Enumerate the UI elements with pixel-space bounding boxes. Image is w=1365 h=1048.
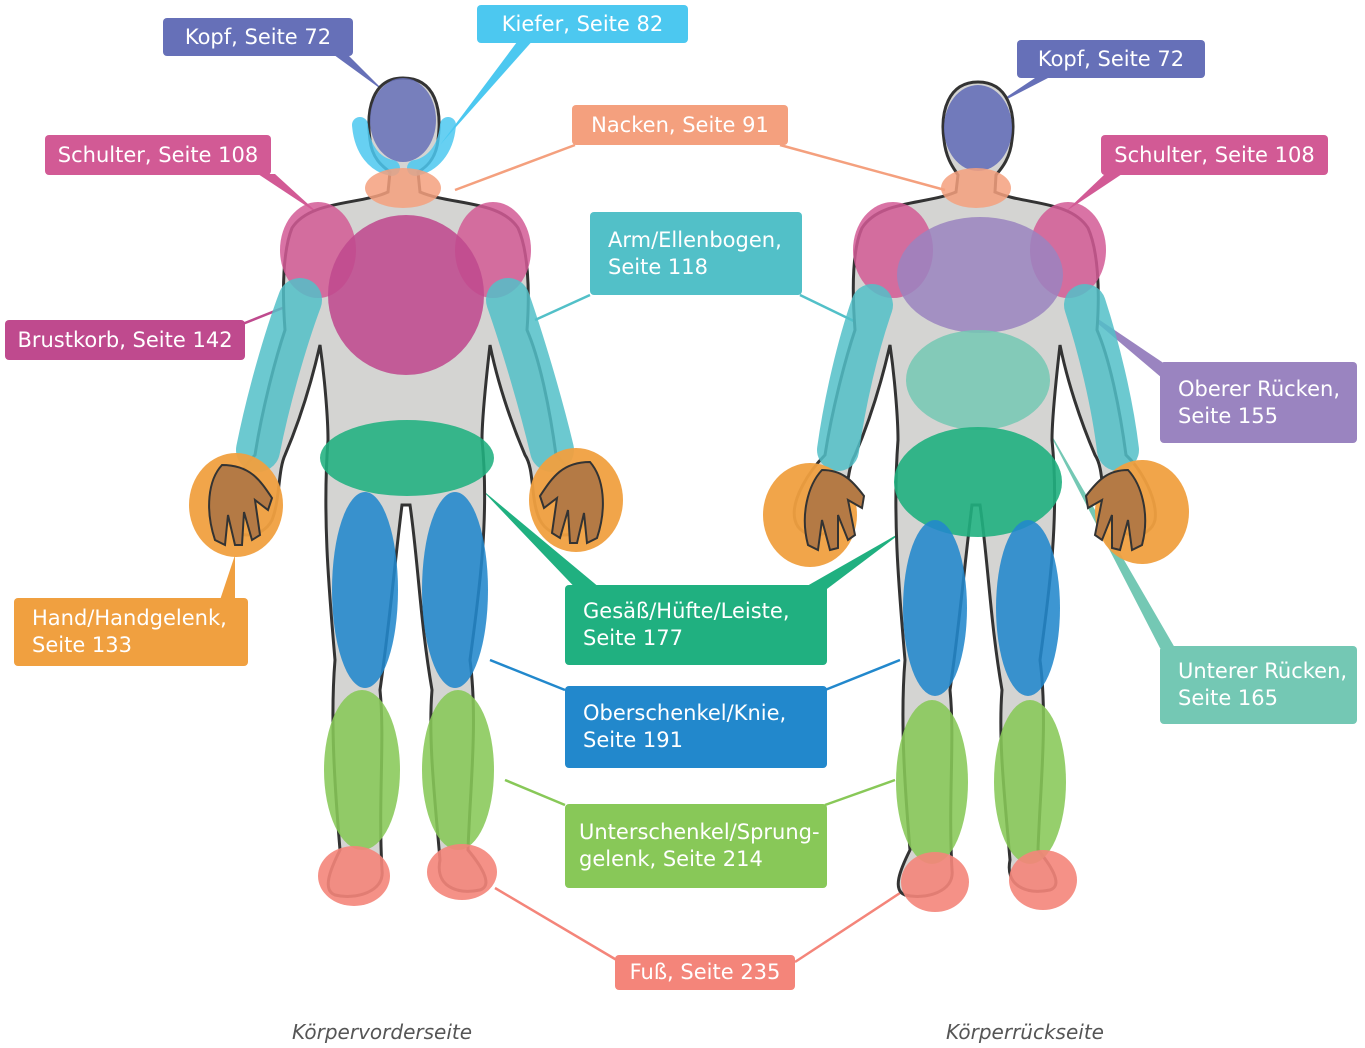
- label-kopf-front-text: Kopf, Seite 72: [185, 24, 331, 51]
- back-thigh-left: [903, 520, 967, 696]
- label-oberschenkel: Oberschenkel/Knie,Seite 191: [565, 686, 827, 768]
- label-oberschenkel-line2: Seite 191: [583, 727, 786, 754]
- label-unterschenkel: Unterschenkel/Sprung-gelenk, Seite 214: [565, 804, 827, 888]
- label-hand-line2: Seite 133: [32, 632, 227, 659]
- label-schulter-back-text: Schulter, Seite 108: [1114, 142, 1314, 169]
- label-gesaess: Gesäß/Hüfte/Leiste,Seite 177: [565, 585, 827, 665]
- connector-fuss-front: [495, 888, 620, 962]
- label-unterer-ruecken: Unterer Rücken,Seite 165: [1160, 646, 1357, 724]
- back-head-region: [944, 85, 1012, 171]
- caption-front: Körpervorderseite: [292, 1020, 472, 1044]
- connector-kopf-front: [330, 52, 385, 92]
- label-kopf-front: Kopf, Seite 72: [163, 18, 353, 56]
- label-brustkorb-text: Brustkorb, Seite 142: [17, 327, 232, 354]
- front-chest-region: [328, 215, 484, 375]
- front-hip-region: [320, 420, 494, 496]
- label-schulter-back: Schulter, Seite 108: [1101, 135, 1328, 175]
- back-lowerleg-left: [896, 700, 968, 864]
- label-hand-line1: Hand/Handgelenk,: [32, 605, 227, 632]
- connector-fuss-back: [795, 893, 900, 962]
- label-fuss-text: Fuß, Seite 235: [630, 959, 781, 986]
- label-arm-line1: Arm/Ellenbogen,: [608, 227, 782, 254]
- connector-oberschenkel-front: [490, 660, 565, 690]
- label-oberschenkel-line1: Oberschenkel/Knie,: [583, 700, 786, 727]
- label-arm: Arm/Ellenbogen,Seite 118: [590, 212, 802, 295]
- label-hand: Hand/Handgelenk,Seite 133: [14, 598, 248, 666]
- label-nacken-text: Nacken, Seite 91: [591, 112, 769, 139]
- connector-nacken-front: [455, 145, 575, 190]
- back-neck-region: [941, 168, 1011, 208]
- label-unterschenkel-line2: gelenk, Seite 214: [579, 846, 820, 873]
- label-schulter-front-text: Schulter, Seite 108: [58, 142, 258, 169]
- label-arm-line2: Seite 118: [608, 254, 782, 281]
- front-foot-right: [427, 844, 497, 900]
- label-nacken: Nacken, Seite 91: [572, 105, 788, 145]
- back-buttocks-region: [894, 427, 1062, 537]
- label-unterschenkel-line1: Unterschenkel/Sprung-: [579, 819, 820, 846]
- label-oberer-ruecken-line1: Oberer Rücken,: [1178, 376, 1340, 403]
- caption-back: Körperrückseite: [946, 1020, 1104, 1044]
- front-lowerleg-left: [324, 690, 400, 850]
- label-oberer-ruecken-line2: Seite 155: [1178, 403, 1340, 430]
- front-thigh-right: [422, 492, 488, 688]
- label-gesaess-line2: Seite 177: [583, 625, 790, 652]
- label-unterer-ruecken-line2: Seite 165: [1178, 685, 1347, 712]
- back-foot-right: [1009, 850, 1077, 910]
- back-upper-back-region: [897, 217, 1063, 333]
- label-gesaess-line1: Gesäß/Hüfte/Leiste,: [583, 598, 790, 625]
- label-brustkorb: Brustkorb, Seite 142: [5, 320, 245, 360]
- front-foot-left: [318, 846, 390, 906]
- connector-arm-front: [535, 295, 590, 320]
- back-lowerleg-right: [994, 700, 1066, 864]
- back-body: [763, 82, 1189, 912]
- label-oberer-ruecken: Oberer Rücken,Seite 155: [1160, 362, 1357, 443]
- label-fuss: Fuß, Seite 235: [615, 955, 795, 990]
- connector-unterschenkel-front: [505, 780, 565, 805]
- front-lowerleg-right: [422, 690, 494, 850]
- label-kopf-back: Kopf, Seite 72: [1017, 40, 1205, 78]
- label-kiefer-text: Kiefer, Seite 82: [502, 11, 663, 38]
- connector-unterschenkel-back: [825, 780, 895, 805]
- label-schulter-front: Schulter, Seite 108: [45, 135, 271, 175]
- connector-hand: [220, 555, 235, 600]
- front-thigh-left: [332, 492, 398, 688]
- front-body: [189, 78, 623, 906]
- connector-nacken-back: [780, 145, 945, 190]
- front-head-region: [370, 78, 436, 162]
- back-lower-back-region: [906, 330, 1050, 430]
- label-kopf-back-text: Kopf, Seite 72: [1038, 46, 1184, 73]
- back-thigh-right: [996, 520, 1060, 696]
- label-kiefer: Kiefer, Seite 82: [477, 5, 688, 43]
- label-unterer-ruecken-line1: Unterer Rücken,: [1178, 658, 1347, 685]
- connector-oberschenkel-back: [825, 660, 900, 690]
- back-foot-left: [901, 852, 969, 912]
- front-neck-region: [365, 168, 441, 208]
